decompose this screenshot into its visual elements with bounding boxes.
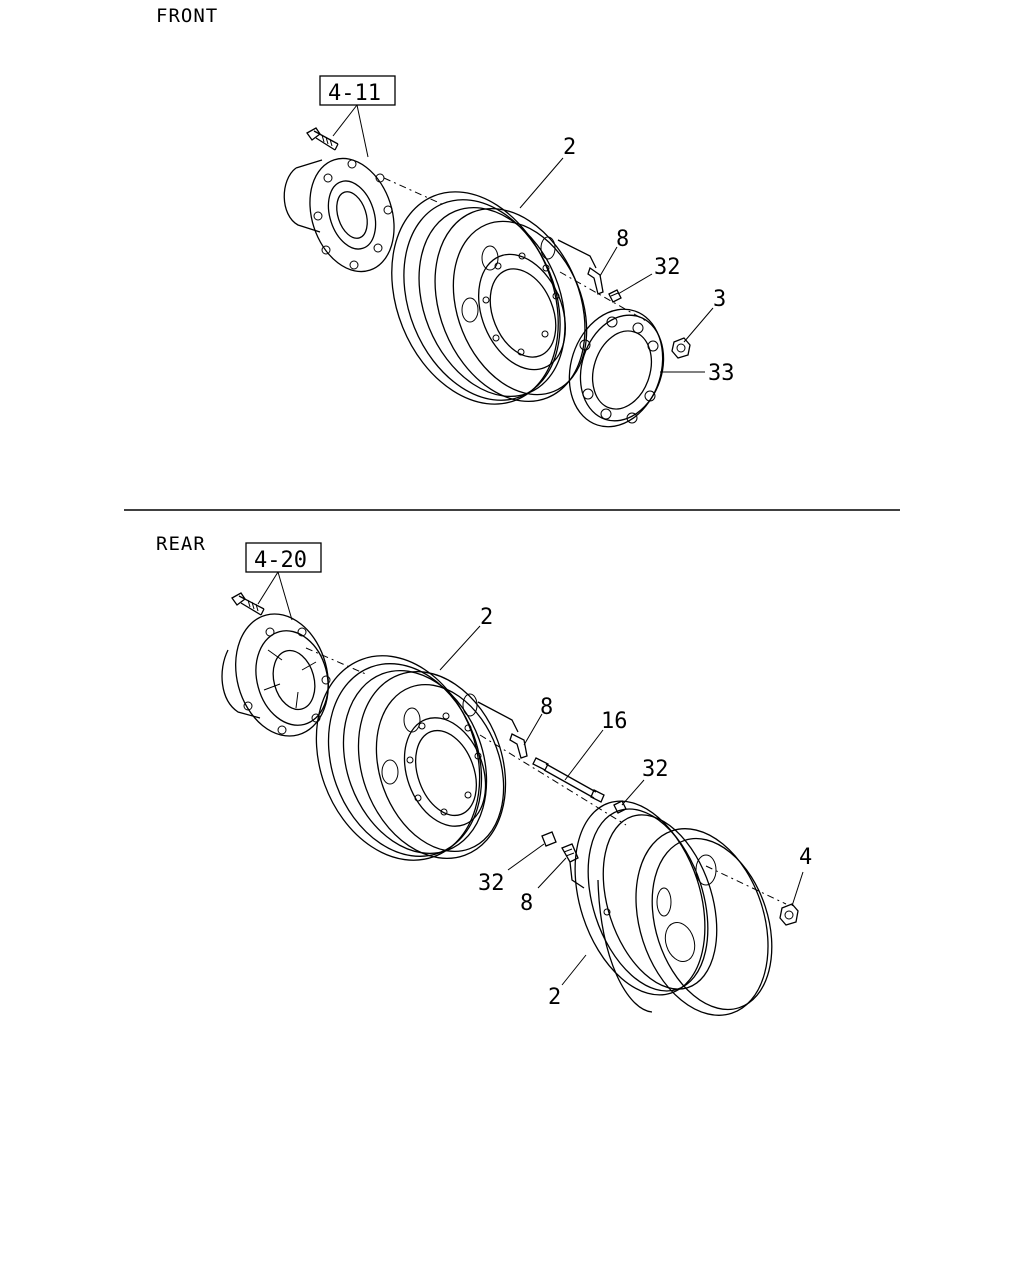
rear-callout-nut: 4 <box>799 845 812 870</box>
front-title: FRONT <box>156 5 218 27</box>
front-callout-ring: 33 <box>708 361 735 386</box>
rear-callout-inner-wheel: 2 <box>548 985 561 1010</box>
rear-hub-bolt <box>231 592 265 616</box>
front-wheel <box>391 191 588 405</box>
front-valve <box>557 239 604 295</box>
rear-nut <box>779 903 799 926</box>
rear-extension-hose <box>532 757 605 803</box>
rear-callout-outer-valve: 8 <box>540 695 553 720</box>
rear-ref-label: 4-20 <box>254 548 307 573</box>
front-hub <box>283 157 395 273</box>
rear-inner-cap <box>541 831 557 847</box>
rear-title: REAR <box>156 533 206 555</box>
front-callout-nut: 3 <box>713 287 726 312</box>
rear-outer-wheel <box>315 655 507 861</box>
rear-callout-outer-cap: 32 <box>642 757 669 782</box>
front-ref-box[interactable]: 4-11 <box>319 75 396 106</box>
front-ring <box>568 308 665 428</box>
rear-callout-inner-cap: 32 <box>478 871 505 896</box>
front-section: FRONT 4-11 <box>156 5 735 428</box>
rear-hub <box>221 613 331 737</box>
front-hub-bolt <box>306 127 339 151</box>
rear-ref-box[interactable]: 4-20 <box>245 542 322 573</box>
front-ref-label: 4-11 <box>328 81 381 106</box>
rear-inner-wheel <box>479 734 773 1016</box>
rear-callout-outer-wheel: 2 <box>480 605 493 630</box>
front-cap <box>608 289 622 303</box>
front-callout-wheel: 2 <box>563 135 576 160</box>
rear-inner-valve <box>561 843 585 889</box>
front-callout-cap: 32 <box>654 255 681 280</box>
rear-callout-extension: 16 <box>601 709 628 734</box>
rear-section: REAR 4-20 <box>156 533 812 1016</box>
rear-outer-valve <box>477 701 528 759</box>
rear-callout-inner-valve: 8 <box>520 891 533 916</box>
front-nut <box>671 337 691 359</box>
front-callout-valve: 8 <box>616 227 629 252</box>
